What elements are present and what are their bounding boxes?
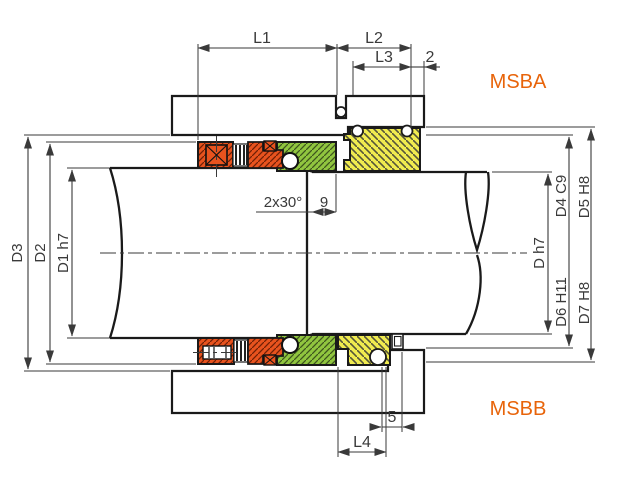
model-label-bottom: MSBB bbox=[490, 398, 547, 420]
shaft-break-right-top bbox=[464, 171, 490, 254]
dimension-layer bbox=[24, 44, 595, 457]
centerlines bbox=[100, 136, 527, 353]
label-dim-l1: L1 bbox=[253, 30, 271, 47]
label-dim-d5: D5 H8 bbox=[576, 176, 593, 219]
oring-icon bbox=[369, 348, 387, 366]
label-dim-5: 5 bbox=[388, 409, 397, 426]
oring-icon bbox=[281, 336, 299, 354]
housing-top bbox=[170, 94, 426, 137]
gasket-bottom bbox=[391, 333, 404, 350]
label-dim-l4: L4 bbox=[353, 434, 371, 451]
label-dim-2: 2 bbox=[426, 49, 435, 66]
label-dim-d2: D2 bbox=[32, 243, 49, 262]
label-dim-l3: L3 bbox=[375, 49, 393, 66]
seal-assembly-bottom bbox=[197, 333, 404, 366]
housing-bottom bbox=[170, 348, 426, 415]
label-dim-l2: L2 bbox=[365, 30, 383, 47]
label-dim-d3: D3 bbox=[9, 243, 26, 262]
model-label-top: MSBA bbox=[490, 71, 547, 93]
label-dim-d: D h7 bbox=[531, 237, 548, 269]
oring-icon bbox=[335, 106, 347, 118]
label-chamfer: 2x30° bbox=[264, 194, 303, 211]
label-layer: L1 L2 L3 2 2x30° 9 5 L4 D3 D2 D1 h7 D h7… bbox=[9, 30, 593, 451]
spring-bottom bbox=[233, 339, 250, 363]
label-dim-d7: D7 H8 bbox=[576, 282, 593, 325]
face-holder-top bbox=[247, 141, 284, 169]
label-dim-d4: D4 C9 bbox=[553, 175, 570, 218]
shaft-break-right-bottom bbox=[465, 254, 482, 335]
label-dim-d6: D6 H11 bbox=[553, 277, 570, 327]
oring-icon bbox=[400, 124, 414, 138]
oring-square-bottom bbox=[263, 354, 277, 366]
oring-icon bbox=[351, 124, 364, 138]
label-dim-9: 9 bbox=[320, 194, 328, 211]
oring-icon bbox=[281, 152, 299, 170]
label-dim-d1: D1 h7 bbox=[55, 233, 72, 273]
gland-top bbox=[343, 127, 421, 172]
seal-assembly-top bbox=[197, 124, 421, 172]
housing-bottom-body bbox=[170, 348, 426, 415]
spring-top bbox=[232, 143, 249, 167]
oring-square-top bbox=[263, 140, 277, 152]
face-holder-bottom bbox=[247, 337, 284, 365]
